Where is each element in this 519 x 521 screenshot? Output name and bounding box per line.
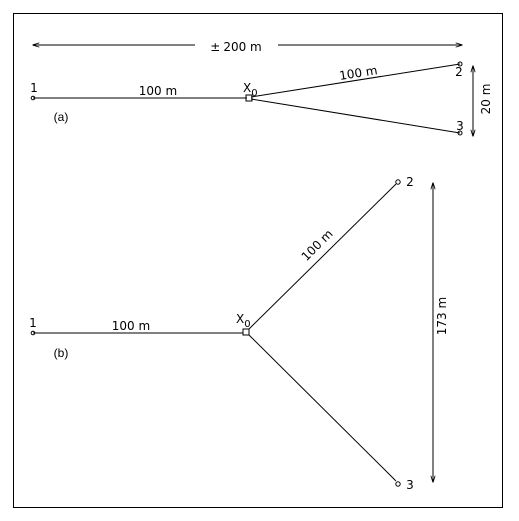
- point-3-label-a: 3: [456, 119, 464, 133]
- point-2-marker-a: [457, 61, 463, 67]
- leg-1-label-a: 100 m: [139, 84, 177, 98]
- caption-b: (b): [54, 346, 69, 360]
- leg-1-label-b: 100 m: [112, 319, 150, 333]
- span-label-b: 173 m: [435, 297, 449, 335]
- gap-label-a: 20 m: [479, 84, 493, 115]
- point-1-marker-a: [30, 95, 36, 101]
- x0-station-a: [245, 94, 253, 102]
- leg-x0-3-a: [250, 98, 461, 134]
- point-2-label-b: 2: [406, 175, 414, 189]
- x0-station-b: [242, 328, 250, 336]
- point-1-marker-b: [30, 330, 36, 336]
- caption-a: (a): [54, 110, 69, 124]
- point-3-marker-a: [457, 130, 463, 136]
- point-2-label-a: 2: [455, 65, 463, 79]
- leg-2-label-b: 100 m: [299, 227, 336, 264]
- point-3-marker-b: [395, 481, 401, 487]
- point-1-label-a: 1: [30, 81, 38, 95]
- point-3-label-b: 3: [406, 478, 414, 492]
- x0-subscript: 0: [244, 319, 250, 330]
- leg-x0-2-a: [250, 63, 461, 98]
- leg-2-label-a: 100 m: [338, 63, 378, 83]
- diagram-a: ±200 m 1 100 m 100 m X0 2 3 (a) 20 m: [30, 40, 493, 136]
- x0-label-a: X0: [243, 81, 258, 99]
- x0-letter: X: [236, 312, 244, 326]
- point-1-label-b: 1: [29, 316, 37, 330]
- x0-label-b: X0: [236, 312, 251, 330]
- x0-subscript: 0: [251, 88, 257, 99]
- span-label-a: ±200 m: [210, 40, 261, 54]
- leg-x0-2-b: [248, 183, 397, 330]
- x0-letter: X: [243, 81, 251, 95]
- point-2-marker-b: [395, 179, 401, 185]
- figure-frame: [13, 13, 503, 508]
- diagram-b: 1 100 m 100 m X0 2 3 (b) 173 m: [29, 175, 449, 492]
- leg-x0-3-b: [248, 334, 397, 482]
